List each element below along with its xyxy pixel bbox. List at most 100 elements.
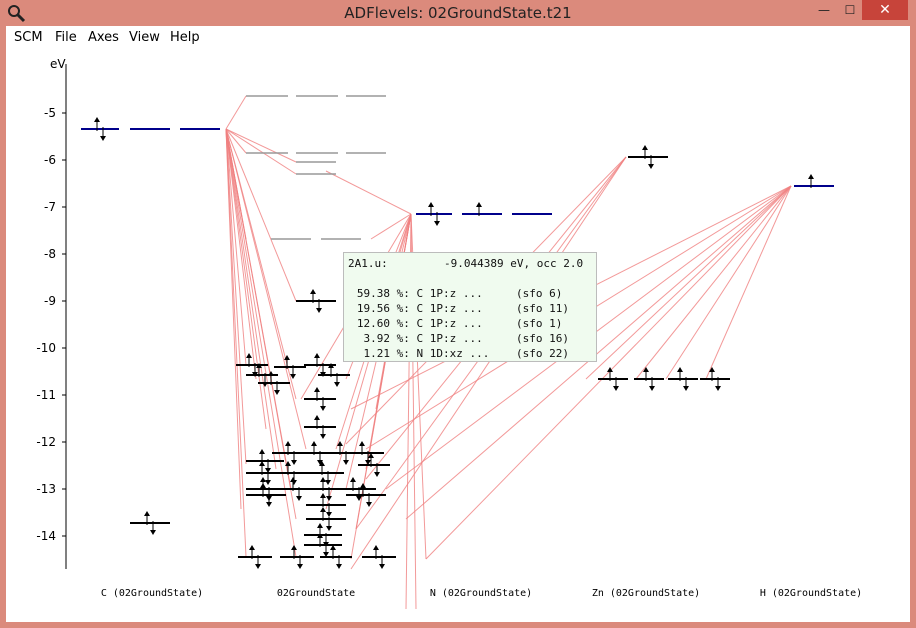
tooltip-sfo-index: (sfo 6) [516, 287, 563, 300]
spin-up-arrow-head [249, 545, 255, 550]
tooltip-percent: 1.21 [363, 347, 391, 360]
spin-down-arrow-head [648, 164, 654, 169]
spin-down-arrow-head [265, 480, 271, 485]
y-tick-label: -8 [44, 247, 56, 261]
spin-down-arrow-head [317, 460, 323, 465]
spin-down-arrow-head [613, 386, 619, 391]
minimize-button[interactable]: — [818, 3, 830, 17]
menu-bar: SCM File Axes View Help [6, 26, 910, 50]
spin-up-arrow-head [373, 545, 379, 550]
spin-up-arrow-head [314, 353, 320, 358]
tooltip-row: 1.21 %: N 1D:xz ... (sfo 22) [348, 347, 569, 360]
spin-up-arrow-head [337, 441, 343, 446]
tooltip-level-name: 2A1.u: [348, 257, 388, 270]
spin-up-arrow-head [310, 289, 316, 294]
tooltip-energy: -9.044389 eV, occ 2.0 [444, 257, 584, 270]
tooltip-percent: 59.38 [356, 287, 390, 300]
spin-down-arrow-head [379, 564, 385, 569]
tooltip-sfo-index: (sfo 16) [516, 332, 569, 345]
spin-down-arrow-head [365, 460, 371, 465]
spin-down-arrow-head [296, 496, 302, 501]
tooltip-row: 19.56 %: C 1P:z ...(sfo 11) [348, 302, 569, 315]
connection-line [225, 128, 297, 558]
tooltip-sfo-label: %: C 1P:z ... [390, 332, 483, 345]
spin-up-arrow-head [311, 441, 317, 446]
connection-line [225, 128, 297, 163]
connection-line [225, 128, 247, 558]
magnifier-icon [8, 5, 26, 23]
menu-axes[interactable]: Axes [88, 30, 119, 45]
connection-line [225, 128, 267, 430]
spin-down-arrow-head [683, 386, 689, 391]
connection-line [225, 128, 247, 366]
spin-down-arrow-head [274, 390, 280, 395]
spin-up-arrow-head [368, 453, 374, 458]
connection-line [705, 185, 792, 380]
spin-down-arrow-head [334, 382, 340, 387]
connection-line [405, 185, 792, 520]
spin-down-arrow-head [323, 552, 329, 557]
spin-down-arrow-head [150, 530, 156, 535]
level-tooltip: 2A1.u: -9.044389 eV, occ 2.0 59.38 %: C 1… [343, 252, 597, 362]
spin-down-arrow-head [366, 502, 372, 507]
spin-down-arrow-head [320, 406, 326, 411]
y-tick-label: -13 [36, 482, 56, 496]
tooltip-sfo-index: (sfo 1) [516, 317, 563, 330]
y-tick-label: -5 [44, 106, 56, 120]
spin-up-arrow-head [320, 507, 326, 512]
spin-down-arrow-head [343, 460, 349, 465]
menu-view[interactable]: View [129, 30, 160, 45]
tooltip-sfo-label: %: C 1P:z ... [390, 287, 483, 300]
connection-line [350, 156, 627, 570]
connection-line [665, 185, 792, 380]
spin-up-arrow-head [291, 545, 297, 550]
tooltip-header: 2A1.u: -9.044389 eV, occ 2.0 [348, 257, 583, 270]
spin-up-arrow-head [476, 202, 482, 207]
spin-up-arrow-head [285, 461, 291, 466]
spin-up-arrow-head [328, 363, 334, 368]
window-title: ADFlevels: 02GroundState.t21 [344, 4, 572, 22]
spin-up-arrow-head [285, 441, 291, 446]
spin-up-arrow-head [359, 441, 365, 446]
connection-line [325, 170, 412, 215]
spin-down-arrow-head [320, 434, 326, 439]
connection-line [225, 128, 297, 175]
connection-line [635, 185, 792, 380]
spin-down-arrow-head [316, 308, 322, 313]
y-tick-label: -6 [44, 153, 56, 167]
close-button[interactable]: ✕ [862, 0, 908, 20]
spin-down-arrow-head [649, 386, 655, 391]
tooltip-percent: 3.92 [363, 332, 391, 345]
menu-help[interactable]: Help [170, 30, 200, 45]
spin-up-arrow-head [290, 477, 296, 482]
connection-line [225, 128, 247, 465]
tooltip-row: 59.38 %: C 1P:z ... (sfo 6) [348, 287, 562, 300]
menu-scm[interactable]: SCM [14, 30, 43, 45]
y-tick-label: -14 [36, 529, 56, 543]
y-tick-label: -11 [36, 388, 56, 402]
connection-line [225, 128, 297, 302]
menu-file[interactable]: File [55, 30, 77, 45]
spin-down-arrow-head [291, 460, 297, 465]
spin-down-arrow-head [326, 526, 332, 531]
tooltip-percent: 12.60 [356, 317, 390, 330]
spin-down-arrow-head [266, 502, 272, 507]
spin-down-arrow-head [356, 496, 362, 501]
y-tick-label: -9 [44, 294, 56, 308]
spin-up-arrow-head [709, 367, 715, 372]
spin-up-arrow-head [642, 145, 648, 150]
spin-down-arrow-head [255, 564, 261, 569]
maximize-button[interactable]: ☐ [844, 3, 856, 17]
tooltip-sfo-label: %: N 1D:xz ... [390, 347, 490, 360]
connection-line [225, 128, 257, 380]
y-tick-label: -10 [36, 341, 56, 355]
spin-down-arrow-head [434, 221, 440, 226]
spin-up-arrow-head [360, 483, 366, 488]
title-bar: ADFlevels: 02GroundState.t21 — ☐ ✕ [0, 0, 916, 26]
tooltip-row: 12.60 %: C 1P:z ...(sfo 1) [348, 317, 562, 330]
spin-down-arrow-head [290, 374, 296, 379]
connection-line [425, 185, 792, 560]
connection-line [585, 185, 792, 380]
tooltip-sfo-index: (sfo 22) [516, 347, 569, 360]
connection-line [225, 95, 247, 130]
